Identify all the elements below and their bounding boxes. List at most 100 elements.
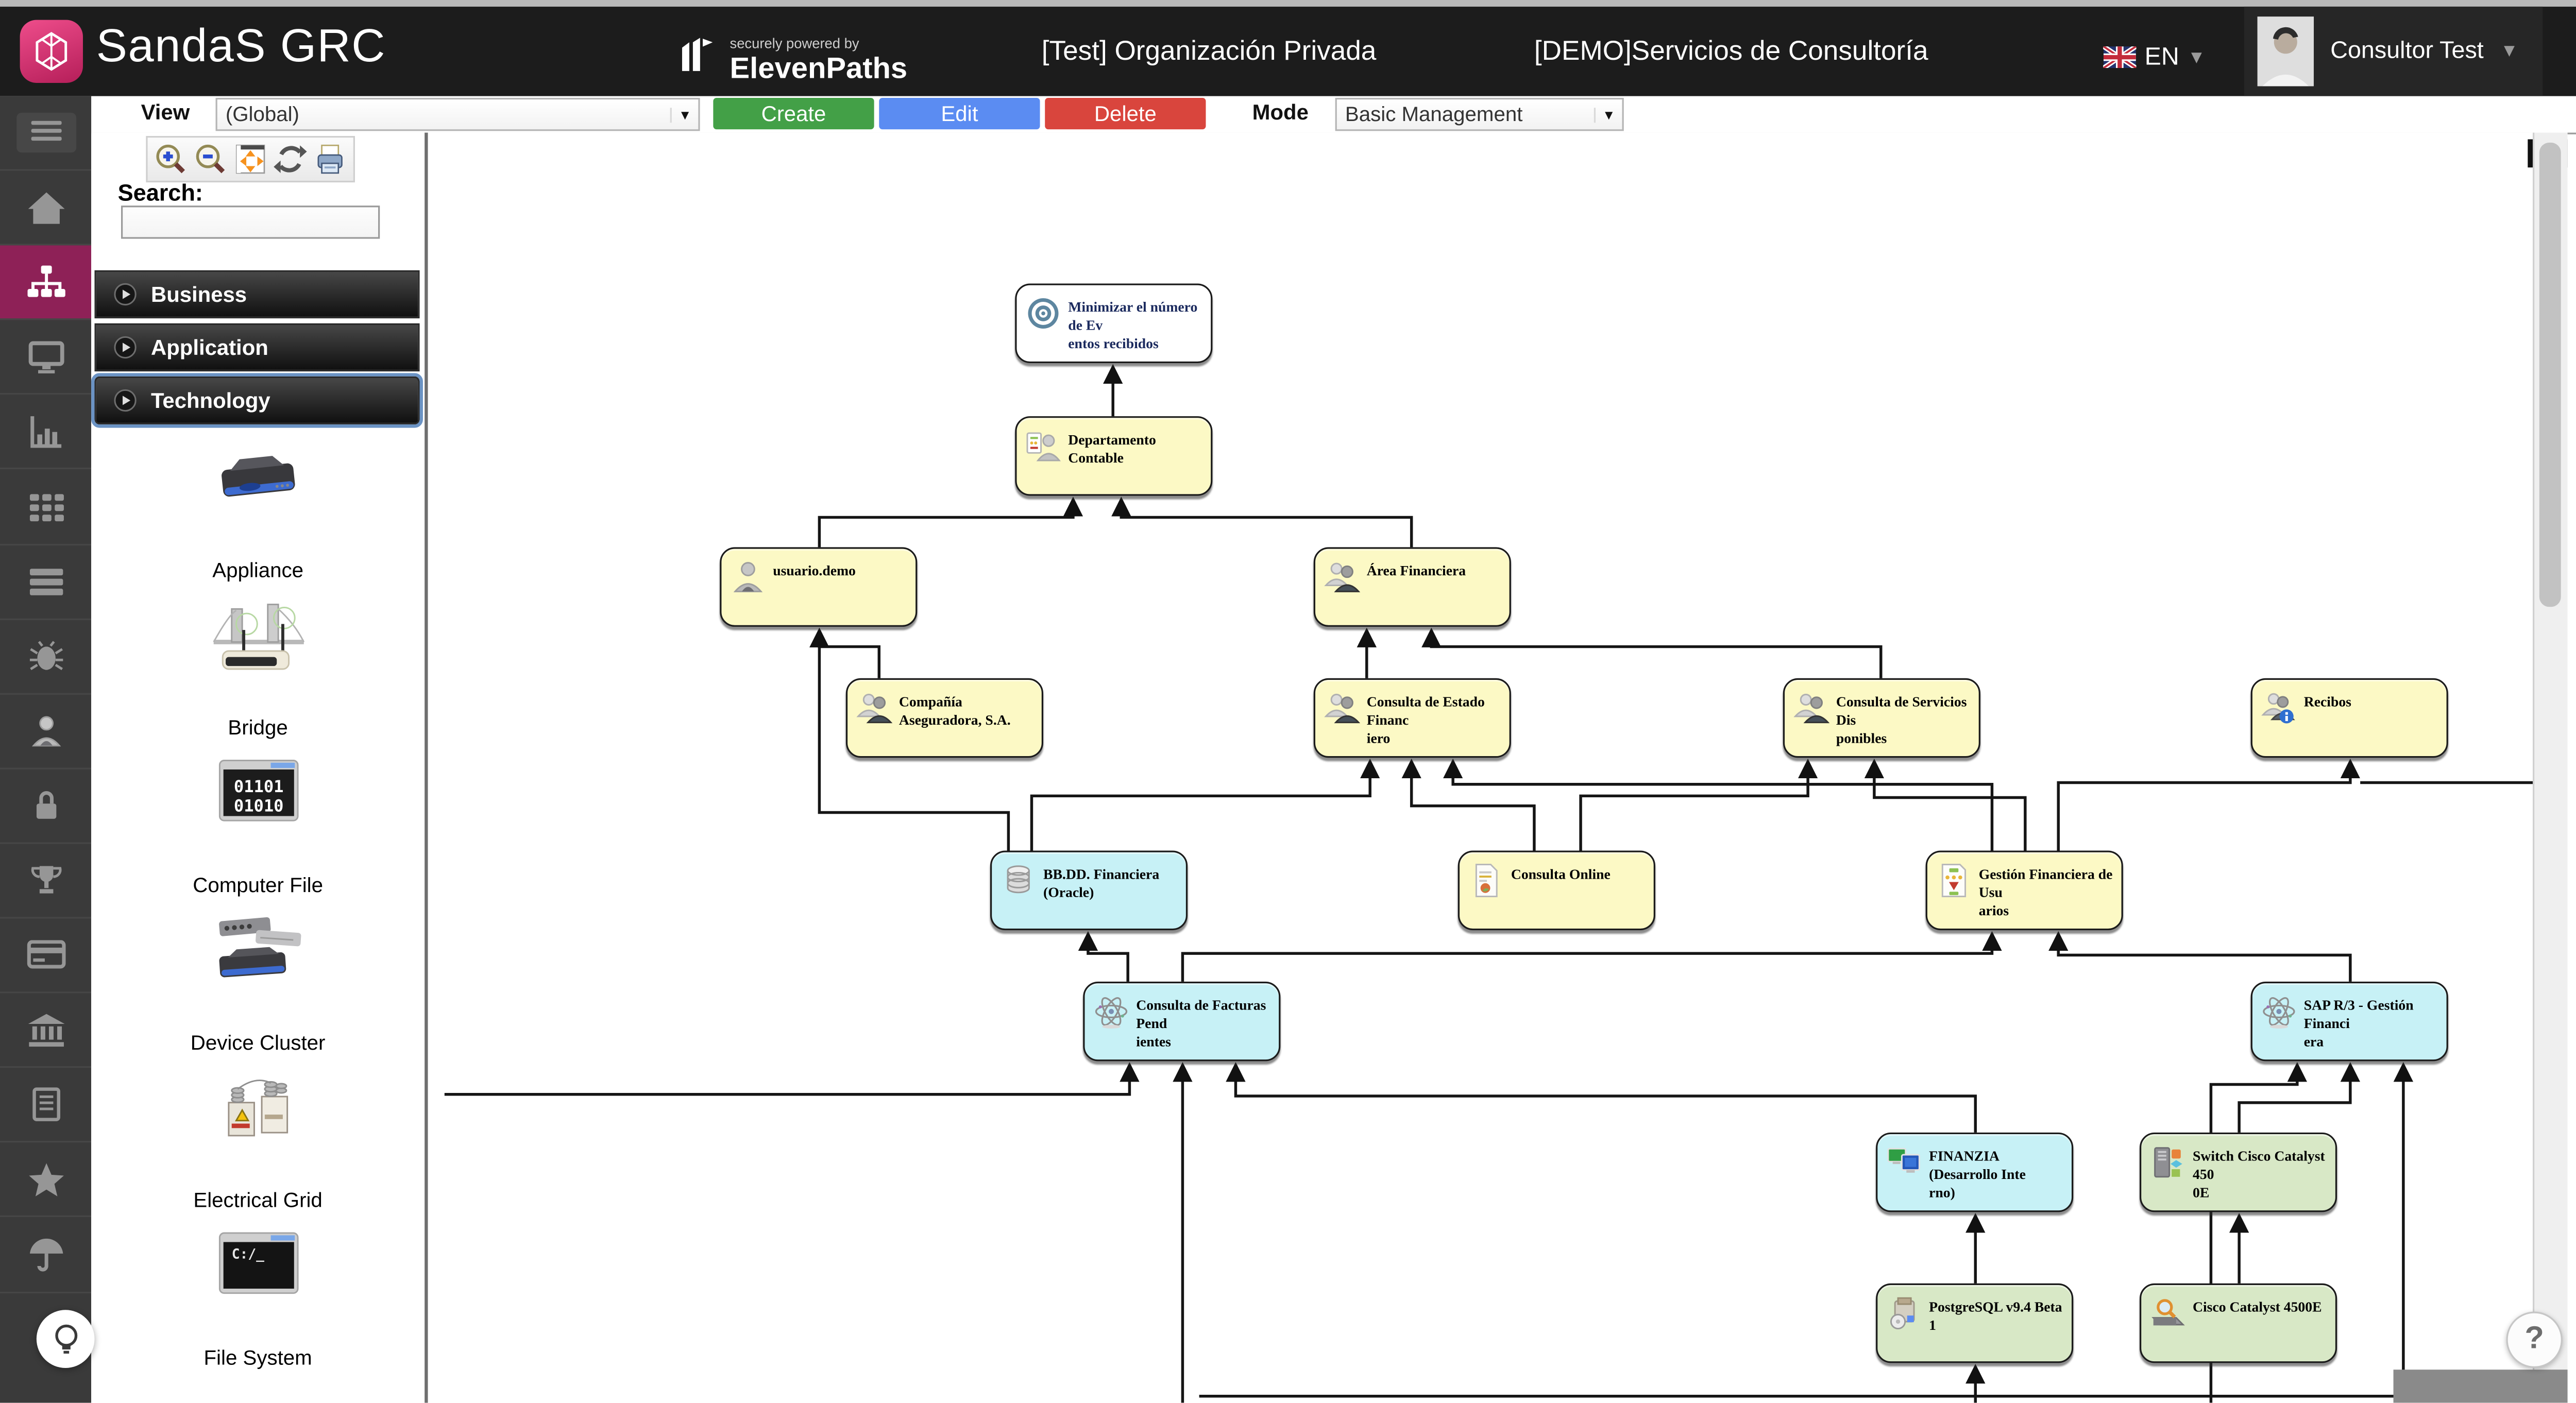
palette-item-label[interactable]: Appliance xyxy=(212,558,303,583)
diagram-node-compania[interactable]: Compañía Aseguradora, S.A. xyxy=(845,678,1043,758)
view-select[interactable]: (Global) ▼ xyxy=(215,97,700,131)
sidebar-item-objectives[interactable] xyxy=(0,844,92,919)
diagram-node-dept[interactable]: Departamento Contable xyxy=(1015,416,1213,496)
palette-item-icon-devicecluster[interactable] xyxy=(91,912,425,995)
palette-item-label[interactable]: Electrical Grid xyxy=(193,1189,323,1212)
accordion-section-business[interactable]: Business xyxy=(94,270,420,319)
mode-value: Basic Management xyxy=(1345,102,1523,126)
sidebar-item-monitor[interactable] xyxy=(0,320,92,396)
sidebar-item-people[interactable] xyxy=(0,694,92,769)
sidebar-item-security[interactable] xyxy=(0,769,92,844)
palette-item-label[interactable]: Bridge xyxy=(228,716,288,740)
zoom-in-button[interactable] xyxy=(154,143,187,176)
print-button[interactable] xyxy=(313,143,346,176)
palette-item-label[interactable]: Device Cluster xyxy=(190,1031,326,1055)
devsearch-icon xyxy=(2149,1295,2186,1331)
palette-item-icon-electricalgrid[interactable] xyxy=(91,1070,425,1153)
sidebar-item-home[interactable] xyxy=(0,171,92,246)
edit-button[interactable]: Edit xyxy=(879,97,1040,130)
chart-icon xyxy=(26,414,65,450)
person-icon xyxy=(27,713,64,749)
diagram-node-bbdd[interactable]: BB.DD. Financiera (Oracle) xyxy=(990,850,1188,931)
node-label: Departamento Contable xyxy=(1068,431,1156,467)
target-icon xyxy=(1025,295,1062,332)
sidebar-item-grid[interactable] xyxy=(0,470,92,545)
elevenpaths-brand: ElevenPaths xyxy=(730,51,908,85)
sidebar-item-continuity[interactable] xyxy=(0,1218,92,1293)
diagram-node-usuario[interactable]: usuario.demo xyxy=(720,547,918,627)
sidebar-item-favorites[interactable] xyxy=(0,1143,92,1218)
zoom-out-button[interactable] xyxy=(194,143,227,176)
user-menu[interactable]: Consultor Test ▼ xyxy=(2244,6,2543,96)
accordion-section-application[interactable]: Application xyxy=(94,323,420,372)
palette-item-icon-filesystem[interactable]: C:/_ xyxy=(91,1227,425,1310)
node-label: Cisco Catalyst 4500E xyxy=(2193,1298,2322,1315)
elevenpaths-logo: securely powered by ElevenPaths xyxy=(677,23,908,85)
organization-name[interactable]: [Test] Organización Privada xyxy=(1041,36,1377,66)
dbdisc-icon xyxy=(1886,1295,1922,1331)
svg-text:C:/_: C:/_ xyxy=(231,1247,263,1262)
fit-button[interactable] xyxy=(234,143,267,176)
sidebar-item-reports[interactable] xyxy=(0,395,92,470)
diagram-node-postgres[interactable]: PostgreSQL v9.4 Beta 1 xyxy=(1876,1283,2074,1363)
sidebar-item-risks[interactable] xyxy=(0,620,92,695)
delete-button[interactable]: Delete xyxy=(1045,97,1206,130)
diagram-edge xyxy=(2209,1062,2307,1403)
search-input[interactable] xyxy=(121,206,380,239)
doc-icon xyxy=(1468,862,1504,899)
help-button[interactable]: ? xyxy=(2506,1311,2563,1368)
hint-bulb-button[interactable] xyxy=(36,1310,95,1368)
canvas-vertical-scrollbar[interactable] xyxy=(2532,132,2568,1403)
accordion-section-technology[interactable]: Technology xyxy=(91,373,423,428)
bottom-right-bar xyxy=(2393,1370,2568,1403)
diagram-node-area[interactable]: Área Financiera xyxy=(1313,547,1511,627)
search-label: Search: xyxy=(117,179,203,206)
create-button[interactable]: Create xyxy=(713,97,874,130)
sidebar-item-forms[interactable] xyxy=(0,1068,92,1143)
palette-item-label[interactable]: Computer File xyxy=(193,874,323,897)
diagram-node-consonline[interactable]: Consulta Online xyxy=(1458,850,1655,931)
rows-icon xyxy=(26,567,65,596)
diagram-node-recibos[interactable]: Recibos xyxy=(2250,678,2448,758)
sidebar-item-servers[interactable] xyxy=(0,545,92,620)
palette-item-icon-bridge[interactable] xyxy=(91,597,425,680)
diagram-toolbar: View (Global) ▼ Create Edit Delete Mode … xyxy=(91,96,2576,134)
sidebar-item-menu[interactable] xyxy=(0,96,92,171)
diagram-edge xyxy=(2048,931,2352,982)
language-code: EN xyxy=(2144,43,2179,72)
people-icon xyxy=(1324,559,1360,595)
diagram-node-cisco[interactable]: Cisco Catalyst 4500E xyxy=(2140,1283,2337,1363)
service-name[interactable]: [DEMO]Servicios de Consultoría xyxy=(1534,36,1928,66)
nav-rail xyxy=(0,96,92,1403)
accordion-label: Business xyxy=(150,282,247,307)
sidebar-item-hierarchy[interactable] xyxy=(0,246,92,321)
sidebar-item-payments[interactable] xyxy=(0,919,92,994)
scrollbar-thumb[interactable] xyxy=(2539,142,2561,607)
node-label: Consulta Online xyxy=(1511,865,1611,882)
language-selector[interactable]: EN ▼ xyxy=(2103,43,2206,72)
diagram-edge xyxy=(1181,931,2002,982)
person-icon xyxy=(730,559,767,595)
mode-select[interactable]: Basic Management ▼ xyxy=(1335,97,1624,131)
play-circle-icon xyxy=(113,335,138,360)
refresh-button[interactable] xyxy=(274,143,307,176)
palette-item-icon-appliance[interactable] xyxy=(91,439,425,522)
play-circle-icon xyxy=(113,388,138,413)
sandas-logo-icon[interactable] xyxy=(20,20,83,83)
diagram-edge xyxy=(1111,497,1413,547)
sidebar-item-institution[interactable] xyxy=(0,994,92,1068)
palette-item-label[interactable]: File System xyxy=(204,1346,312,1370)
